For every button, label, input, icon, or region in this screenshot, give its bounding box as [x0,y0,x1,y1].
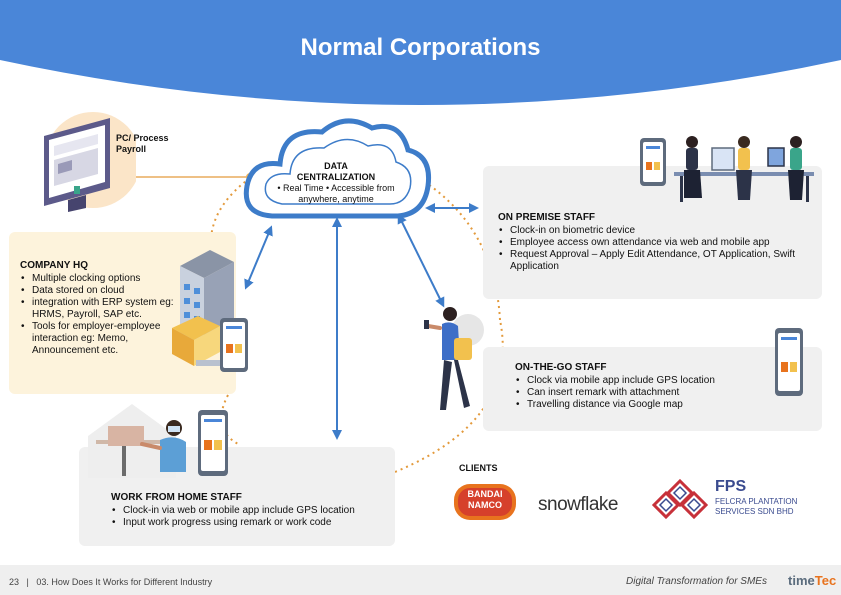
list-item: Employee access own attendance via web a… [498,237,808,249]
list-item: Tools for employer-employee interaction … [20,321,180,357]
timetec-logo: timeTec [788,573,836,588]
cloud-shape [243,118,432,219]
list-item: integration with ERP system eg: HRMS, Pa… [20,297,180,321]
arrow-cloud-hq [244,225,273,290]
list-item: Multiple clocking options [20,273,180,285]
cloud-title-line2: CENTRALIZATION [296,172,376,182]
arrow-cloud-onthego [397,213,445,308]
list-item: Clock-in on biometric device [498,225,808,237]
on-premise-list: Clock-in on biometric device Employee ac… [498,225,808,273]
bandai-namco-logo-text: BANDAI NAMCO [458,489,512,511]
list-item: Data stored on cloud [20,285,180,297]
bandai-line1: BANDAI [467,489,503,499]
on-the-go-title: ON-THE-GO STAFF [515,362,607,373]
pc-monitor-illustration [44,112,136,212]
fps-line2: SERVICES SDN BHD [715,507,794,516]
footer-section: 23 | 03. How Does It Works for Different… [9,577,212,587]
phone-illustration-onthego [775,328,803,396]
clients-label: CLIENTS [459,463,498,473]
pc-label-line2: Payroll [116,144,147,154]
office-staff-illustration [640,136,814,202]
footer-bar [0,565,841,595]
page-title: Normal Corporations [300,34,541,61]
fps-logo-mark [652,478,708,520]
pc-label: PC/ Process Payroll [116,133,196,155]
list-item: Clock-in via web or mobile app include G… [111,505,391,517]
cloud-text: DATA CENTRALIZATION • Real Time • Access… [258,161,414,205]
home-worker-illustration [88,404,228,478]
list-item: Can insert remark with attachment [515,387,765,399]
header-banner [0,0,841,105]
list-item: Request Approval – Apply Edit Attendance… [498,249,808,273]
bandai-line2: NAMCO [468,500,502,510]
cloud-line2: anywhere, anytime [298,194,374,204]
list-item: Input work progress using remark or work… [111,517,391,529]
wfh-list: Clock-in via web or mobile app include G… [111,505,391,529]
fps-logo-abbr: FPS [715,478,747,495]
section-title: 03. How Does It Works for Different Indu… [36,577,213,587]
list-item: Clock via mobile app include GPS locatio… [515,375,765,387]
footer-tagline: Digital Transformation for SMEs [626,576,767,587]
traveling-staff-illustration [424,307,484,410]
brand-b: Tec [814,573,837,588]
fps-logo-name: FELCRA PLANTATION SERVICES SDN BHD [715,497,797,517]
on-premise-title: ON PREMISE STAFF [498,212,596,223]
fps-line1: FELCRA PLANTATION [715,497,798,506]
list-item: Travelling distance via Google map [515,399,765,411]
bandai-namco-logo [454,484,516,520]
pc-label-line1: PC/ Process [116,133,169,143]
company-hq-list: Multiple clocking options Data stored on… [20,273,180,357]
office-building-illustration [172,250,248,372]
cloud-line1: • Real Time • Accessible from [277,183,395,193]
snowflake-logo: snowflake [538,494,619,515]
brand-a: time [788,573,815,588]
company-hq-title: COMPANY HQ [20,260,88,271]
page-number: 23 [9,577,20,587]
cloud-title-line1: DATA [324,161,348,171]
footer-separator: | [26,577,29,587]
wfh-title: WORK FROM HOME STAFF [111,492,242,503]
on-the-go-list: Clock via mobile app include GPS locatio… [515,375,765,411]
